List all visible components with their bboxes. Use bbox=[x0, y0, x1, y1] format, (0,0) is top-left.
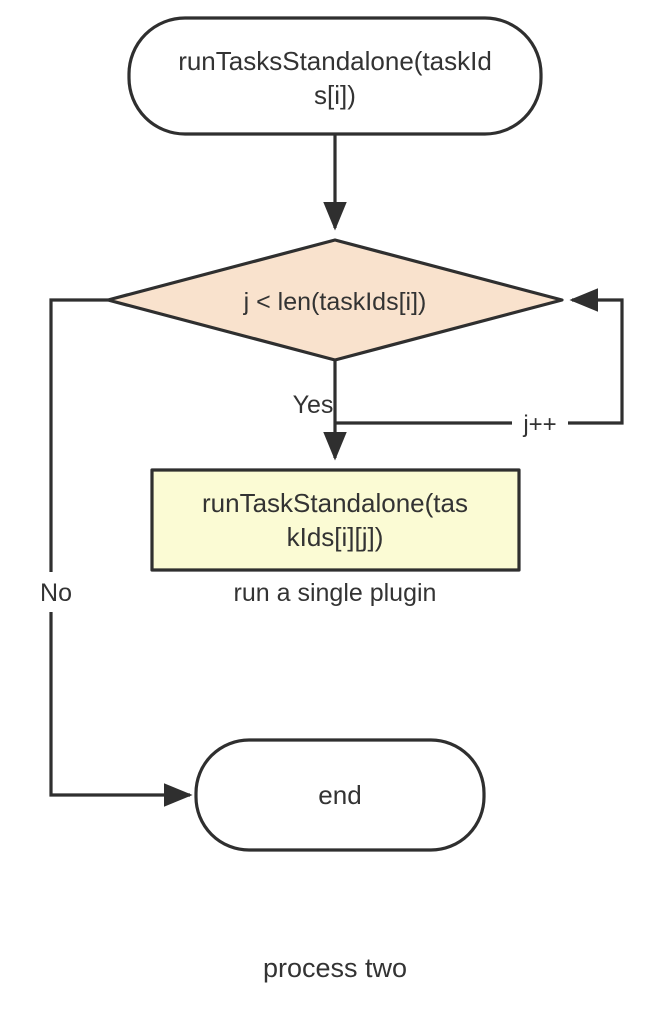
node-start-terminal[interactable]: runTasksStandalone(taskId s[i]) bbox=[127, 16, 543, 136]
edge-loop-back-increment bbox=[335, 288, 624, 425]
edge-decision-to-end-no bbox=[49, 298, 193, 807]
diagram-caption: process two bbox=[263, 953, 407, 983]
node-end-terminal[interactable]: end bbox=[194, 738, 486, 852]
node-start-line2: s[i]) bbox=[314, 80, 356, 110]
node-process-rect[interactable]: runTaskStandalone(tas kIds[i][j]) bbox=[150, 468, 521, 572]
node-decision-diamond[interactable]: j < len(taskIds[i]) bbox=[106, 238, 564, 362]
node-end-label: end bbox=[318, 780, 361, 810]
node-start-line1: runTasksStandalone(taskId bbox=[178, 46, 492, 76]
edge-label-yes: Yes bbox=[293, 391, 334, 419]
node-process-line2: kIds[i][j]) bbox=[287, 522, 384, 552]
edge-label-no: No bbox=[40, 579, 72, 607]
node-process-line1: runTaskStandalone(tas bbox=[202, 488, 468, 518]
node-decision-label: j < len(taskIds[i]) bbox=[243, 288, 427, 316]
process-node-caption: run a single plugin bbox=[234, 579, 437, 607]
edge-label-increment: j++ bbox=[522, 411, 556, 438]
